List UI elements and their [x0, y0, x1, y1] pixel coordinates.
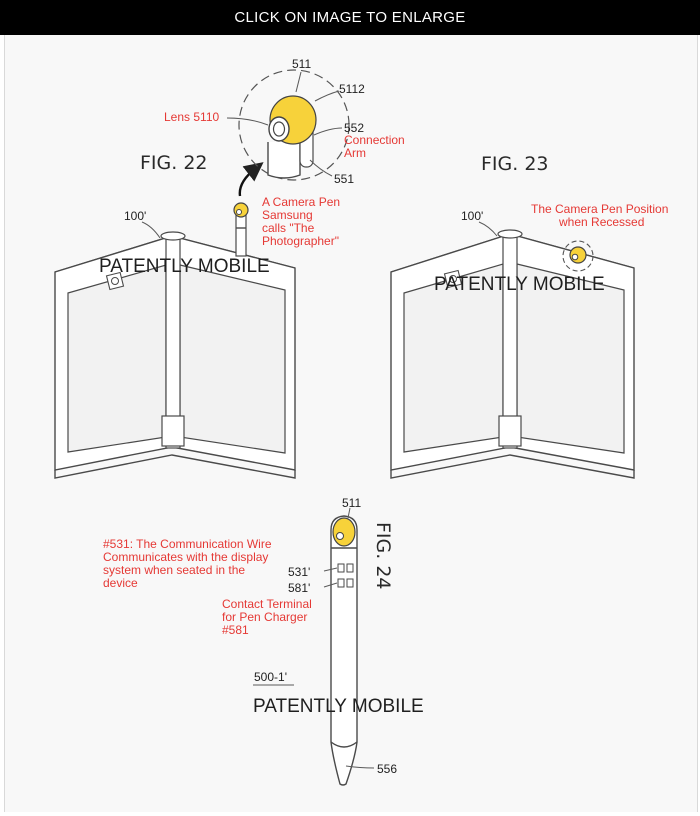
fig23-device [390, 229, 635, 479]
enlarge-banner[interactable]: CLICK ON IMAGE TO ENLARGE [0, 0, 700, 35]
enlarge-text[interactable]: CLICK ON IMAGE TO ENLARGE [234, 9, 466, 26]
annotation-terminal-3: #581 [222, 623, 249, 637]
ref-5112: 5112 [339, 82, 365, 96]
ref-500-1: 500-1' [254, 670, 287, 684]
watermark-fig24: PATENTLY MOBILE [253, 696, 424, 717]
fig22-device-ref: 100' [124, 209, 146, 223]
annotation-recessed-2: when Recessed [558, 215, 644, 229]
annotation-recessed-1: The Camera Pen Position [531, 202, 668, 216]
fig22-device-leader [141, 221, 161, 239]
ref-511-fig22: 511 [292, 57, 311, 71]
annotation-wire-1: #531: The Communication Wire [103, 537, 272, 551]
annotation-terminal-2: for Pen Charger [222, 610, 307, 624]
fig22-magnified-lens [226, 69, 350, 181]
annotation-wire-2: Communicates with the display [103, 550, 268, 564]
ref-551: 551 [334, 172, 354, 186]
ref-552: 552 [344, 121, 364, 135]
annotation-pen-1: A Camera Pen [262, 195, 340, 209]
annotation-pen-4: Photographer" [262, 234, 339, 248]
ref-531: 531' [288, 565, 310, 579]
fig23-device-ref: 100' [461, 209, 483, 223]
annotation-connection-1: Connection [344, 133, 405, 147]
fig22-label: FIG. 22 [140, 152, 208, 174]
annotation-terminal-1: Contact Terminal [222, 597, 312, 611]
fig23-recessed-camera [562, 240, 594, 272]
fig22-device [54, 231, 296, 479]
annotation-wire-4: device [103, 576, 138, 590]
annotation-pen-2: Samsung [262, 208, 313, 222]
ref-556: 556 [377, 762, 397, 776]
fig23-device-leader [478, 221, 498, 237]
ref-581: 581' [288, 581, 310, 595]
ref-511-fig24: 511 [342, 496, 361, 510]
fig24-pen [323, 507, 375, 786]
fig23-label: FIG. 23 [481, 153, 549, 175]
annotation-wire-3: system when seated in the [103, 563, 245, 577]
annotation-pen-3: calls "The [262, 221, 315, 235]
magnify-arrow [238, 162, 264, 197]
watermark-fig23: PATENTLY MOBILE [434, 274, 605, 295]
fig24-label: FIG. 24 [372, 522, 394, 590]
annotation-connection-2: Arm [344, 146, 366, 160]
watermark-fig22: PATENTLY MOBILE [99, 256, 270, 277]
fig22-camera-pen [233, 202, 249, 257]
annotation-lens: Lens 5110 [164, 110, 219, 124]
